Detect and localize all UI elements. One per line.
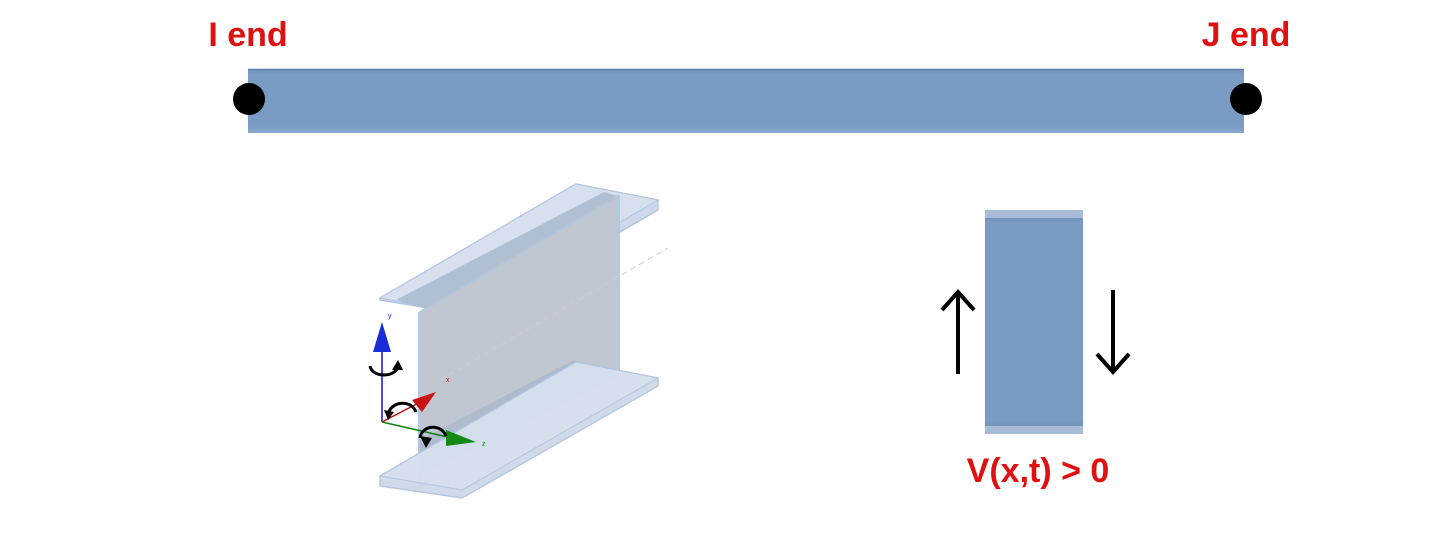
beam-member xyxy=(248,69,1244,133)
shear-condition-label: V(x,t) > 0 xyxy=(967,452,1110,490)
centroid-axis xyxy=(439,247,669,381)
section-bottom-flange xyxy=(985,426,1083,434)
y-axis-label: y xyxy=(388,313,392,320)
i-end-label: I end xyxy=(208,16,287,54)
local-axes-triad: y x z xyxy=(368,313,486,448)
z-axis-arrow-icon xyxy=(446,430,476,446)
shear-element: V(x,t) > 0 xyxy=(940,210,1131,490)
rotation-arrow-icon xyxy=(386,401,418,415)
rotation-arrow-icon xyxy=(418,425,448,439)
arrow-up-icon xyxy=(940,288,976,374)
x-axis-label: x xyxy=(446,377,450,384)
beam-elevation: I end J end xyxy=(208,16,1290,133)
section-top-flange xyxy=(985,210,1083,218)
node-dot-icon xyxy=(1230,83,1262,115)
arrow-down-icon xyxy=(1095,290,1131,376)
i-beam-isometric: y x z xyxy=(368,183,669,499)
z-axis-label: z xyxy=(482,441,486,448)
node-dot-icon xyxy=(233,83,265,115)
j-end-label: J end xyxy=(1202,16,1291,54)
section-segment xyxy=(985,210,1083,434)
x-axis-arrow-icon xyxy=(412,392,436,412)
y-axis-arrow-icon xyxy=(373,322,391,352)
bottom-flange-face xyxy=(378,361,660,491)
